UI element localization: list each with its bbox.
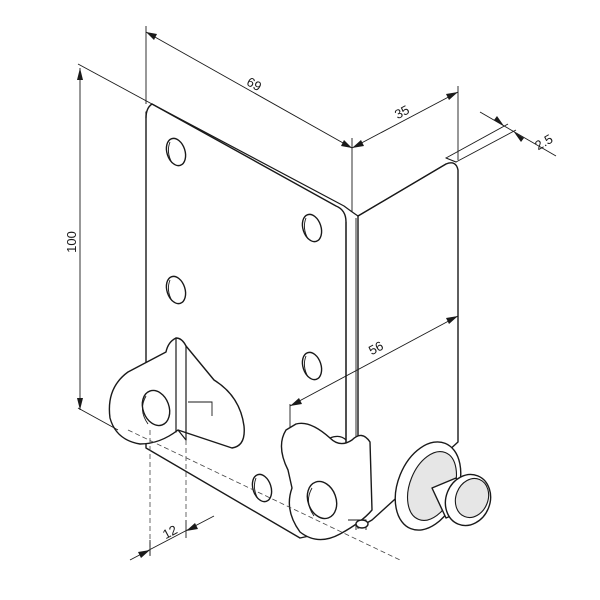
dim-2-5-line [479, 111, 557, 157]
dim-56-arrow-left [290, 398, 302, 406]
dim-100-extension-top [77, 63, 153, 105]
right-tab-hole-wall [308, 487, 315, 517]
dim-12-arrow-left [138, 550, 150, 558]
hole-mid-left [165, 275, 187, 305]
left-tab-base [177, 429, 187, 441]
left-tab-hole-wall [142, 395, 149, 425]
dim-2-5-arrow-outer [494, 116, 504, 126]
dim-100-arrow-top [77, 68, 83, 80]
left-tab-slot [188, 401, 213, 416]
dim-35-arrow-right [446, 92, 458, 100]
right-tab-notch [355, 519, 369, 529]
hole-bottom-wall [253, 477, 259, 500]
dim-100-label: 100 [64, 231, 79, 253]
right-plate-top-edge [357, 163, 447, 217]
hole-bottom [251, 473, 273, 503]
left-mounting-tab [108, 337, 245, 449]
hidden-centerline-bottom [127, 429, 401, 561]
right-plate-thickness-edge [445, 157, 457, 163]
dim-12-label: 12 [160, 522, 180, 542]
knob-head-face [454, 477, 490, 519]
dim-69-line [145, 31, 353, 149]
dim-35-label: 35 [392, 102, 412, 122]
dim-2-5-label: 2.5 [532, 131, 555, 153]
dim-12-arrow-right [186, 523, 198, 531]
dim-56-line [289, 315, 459, 407]
hole-mid-right [301, 351, 323, 381]
dim-69-label: 69 [244, 74, 264, 94]
right-tab-top-lip [329, 435, 347, 441]
hole-top-right [301, 213, 323, 243]
hole-mid-right-wall [303, 355, 309, 378]
dim-56-label: 56 [366, 338, 386, 358]
dim-56-arrow-right [446, 316, 458, 324]
hole-mid-left-wall [167, 279, 173, 302]
left-plate-top-edge [151, 103, 359, 217]
hole-top-left-wall [167, 141, 173, 164]
hole-top-left [165, 137, 187, 167]
dim-100-arrow-bottom [77, 398, 83, 410]
dim-2-5-arrow-inner [514, 132, 524, 142]
dim-100-extension-bottom [77, 407, 119, 431]
hole-top-right-wall [303, 217, 309, 240]
dim-69-arrow-right [341, 140, 352, 148]
left-tab-hole [141, 389, 171, 427]
dim-69-arrow-left [146, 32, 157, 40]
dim-35-arrow-left [352, 140, 364, 148]
dim-2-5-extension-inner [455, 129, 517, 163]
dim-2-5-extension-outer [445, 123, 509, 159]
dim-35-line [351, 91, 459, 149]
